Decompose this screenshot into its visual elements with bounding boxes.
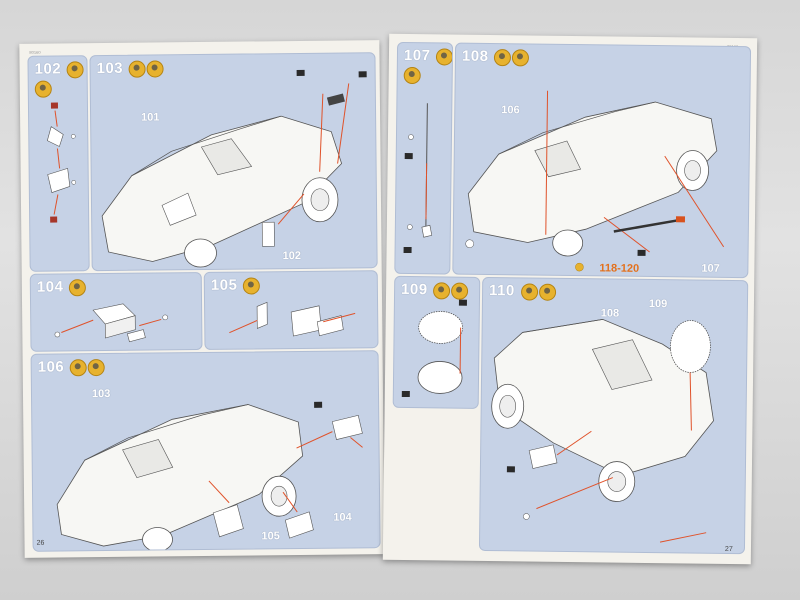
step-107-diagram	[403, 103, 433, 254]
armored-car-diagram	[101, 69, 367, 268]
sprue-tag-icon	[50, 216, 58, 223]
step-104-panel: 104	[29, 272, 203, 352]
step-105-panel: 105	[203, 270, 379, 350]
step-104-diagram	[54, 303, 168, 343]
step-103-panel: 103 101 102	[89, 52, 378, 272]
step-109-diagram	[401, 299, 467, 398]
step-105-diagram	[229, 301, 356, 337]
step-109-panel: 109	[392, 275, 481, 409]
step-102-diagram	[46, 102, 77, 223]
armored-car-diagram	[491, 318, 714, 543]
step-102-panel: 102	[27, 55, 90, 272]
right-page-number: 27	[724, 545, 733, 554]
sprue-tag-icon	[50, 102, 58, 109]
left-page-number: 26	[36, 539, 45, 547]
armored-car-diagram	[56, 401, 363, 552]
left-page-code: 80160	[29, 49, 41, 55]
step-110-panel: 110 108 109	[478, 276, 749, 555]
step-106-panel: 106 103 104 105	[30, 350, 381, 552]
right-page: 80160 107 108 106 107 118-120	[382, 33, 758, 565]
step-108-panel: 108 106 107 118-120	[452, 42, 752, 279]
armored-car-diagram	[465, 90, 725, 272]
left-page: 80160 102 103 101 102	[19, 40, 385, 558]
step-107-panel: 107	[394, 41, 454, 275]
